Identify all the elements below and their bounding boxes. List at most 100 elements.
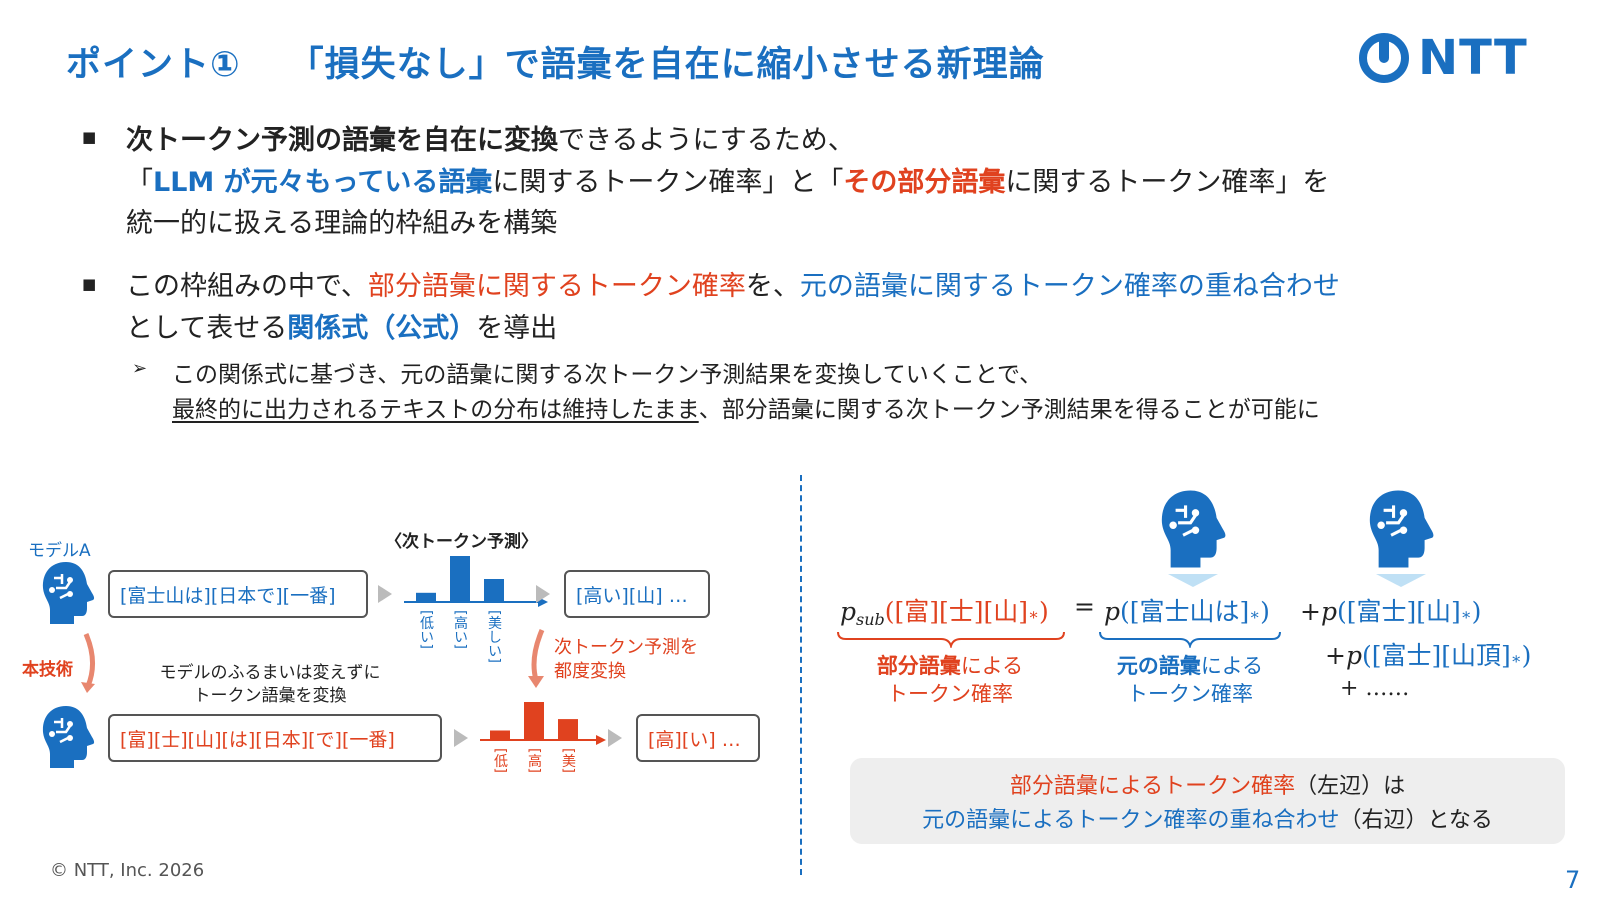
sub-bullet-arrow-icon: ➢ <box>132 358 148 379</box>
model-head-icon <box>1369 490 1434 568</box>
bullet1-rest-text: できるようにするため、 <box>558 125 855 156</box>
title-main: 「損失なし」で語彙を自在に縮小させる新理論 <box>288 45 1045 85</box>
bullet2-formula-term: 関係式（公式） <box>287 313 477 344</box>
dist-token-label: [美しい] <box>486 610 502 663</box>
convert-note-line1: 次トークン予測を <box>554 637 698 658</box>
model-head-icon <box>42 706 95 768</box>
sub-bullet-rest: 、部分語彙に関する次トークン予測結果を得ることが可能に <box>698 397 1320 423</box>
lhs-caption-bold: 部分語彙 <box>876 654 961 678</box>
sub-bullet-line2: 最終的に出力されるテキストの分布は維持したまま、部分語彙に関する次トークン予測結… <box>172 390 1320 424</box>
formula-star: ∗ <box>1028 605 1039 624</box>
lhs-caption: 部分語彙による トークン確率 <box>860 652 1040 708</box>
output-tokens-sub: [高][い] … <box>636 714 760 762</box>
formula-rhs2: +p([富士][山]∗) <box>1300 592 1481 628</box>
dist-token-label: [低] <box>492 748 508 773</box>
bullet1-end-text: に関するトークン確率」を <box>1005 167 1330 198</box>
convert-note: 次トークン予測を 都度変換 <box>554 636 698 684</box>
summary-line1: 部分語彙によるトークン確率（左辺）は <box>850 768 1565 800</box>
curved-arrow-icon <box>528 629 545 688</box>
bullet2-red-text: 部分語彙に関するトークン確率 <box>367 271 746 302</box>
formula-plus: + <box>1300 597 1321 626</box>
section-divider <box>800 475 802 875</box>
lhs-caption-line2: トークン確率 <box>887 682 1013 706</box>
dist-token-label: [美] <box>560 748 576 773</box>
dist-token-label: [高い] <box>452 610 468 649</box>
bullet2-line2: として表せる関係式（公式）を導出 <box>126 306 557 345</box>
arrow-right-icon <box>378 585 392 603</box>
arrow-right-icon <box>608 729 622 747</box>
this-tech-label: 本技術 <box>22 660 73 680</box>
down-triangle-icon <box>1376 574 1426 587</box>
curved-arrow-icon <box>81 633 95 693</box>
convert-note-line2: 都度変換 <box>554 661 626 682</box>
input-tokens-original: [富士山は][日本で][一番] <box>108 570 368 618</box>
model-a-label: モデルA <box>28 541 91 561</box>
summary-blue-text: 元の語彙によるトークン確率の重ね合わせ <box>922 808 1340 833</box>
formula-p: p <box>1320 597 1337 626</box>
dist-bar <box>490 730 510 740</box>
behavior-note-line2: トークン語彙を変換 <box>193 686 347 706</box>
bullet2-line2-start: として表せる <box>126 313 288 344</box>
rhs-caption-line2: トークン確率 <box>1127 682 1253 706</box>
summary-note: 部分語彙によるトークン確率（左辺）は 元の語彙によるトークン確率の重ね合わせ（右… <box>850 758 1565 844</box>
model-head-icon <box>1161 490 1226 568</box>
dist-token-label: [低い] <box>418 610 434 649</box>
dist-bar <box>416 592 436 602</box>
formula-rhs2-args: ([富士][山] <box>1336 597 1461 626</box>
lhs-brace <box>837 631 1065 648</box>
bullet1-sub-vocab: その部分語彙 <box>843 167 1006 198</box>
summary-line2-rest: （右辺）となる <box>1339 808 1493 833</box>
formula-rhs3-args: ([富士][山頂] <box>1361 641 1511 670</box>
page-number: 7 <box>1565 866 1581 894</box>
formula-p: p <box>840 597 857 626</box>
next-token-label: 〈次トークン予測〉 <box>385 532 538 552</box>
dist-bar <box>558 719 578 740</box>
bullet2-start-text: この枠組みの中で、 <box>126 271 368 302</box>
formula-star: ∗ <box>1249 605 1261 624</box>
formula-star: ∗ <box>1510 649 1522 668</box>
formula-p: p <box>1104 597 1121 626</box>
ntt-logo-icon <box>1359 33 1409 83</box>
bullet1-line3: 統一的に扱える理論的枠組みを構築 <box>126 208 558 239</box>
behavior-note: モデルのふるまいは変えずに トークン語彙を変換 <box>145 662 395 708</box>
sub-bullet-underlined: 最終的に出力されるテキストの分布は維持したまま <box>172 397 699 423</box>
dist-bar <box>484 579 504 602</box>
bullet2-line1: この枠組みの中で、部分語彙に関するトークン確率を、元の語彙に関するトークン確率の… <box>126 264 1340 303</box>
bullet2-blue-text: 元の語彙に関するトークン確率の重ね合わせ <box>799 271 1340 302</box>
summary-line2: 元の語彙によるトークン確率の重ね合わせ（右辺）となる <box>850 802 1565 834</box>
output-tokens-original: [高い][山] … <box>564 570 710 618</box>
summary-line1-rest: （左辺）は <box>1295 774 1406 799</box>
ntt-logo-text: NTT <box>1418 30 1528 86</box>
title-point: ポイント① <box>66 45 241 85</box>
formula-p: p <box>1345 641 1362 670</box>
formula-equals: = <box>1074 592 1095 621</box>
rhs-caption-bold: 元の語彙 <box>1116 654 1201 678</box>
behavior-note-line1: モデルのふるまいは変えずに <box>159 663 381 683</box>
rhs-brace <box>1099 631 1281 648</box>
original-vocab-distribution <box>404 556 548 607</box>
formula-rhs3: +p([富士][山頂]∗) <box>1325 636 1531 672</box>
bullet1-quote-open: 「 <box>126 167 153 198</box>
ntt-logo: NTT <box>1358 30 1528 86</box>
sub-bullet-line1: この関係式に基づき、元の語彙に関する次トークン予測結果を変換していくことで、 <box>172 362 1043 388</box>
bullet1-line1: 次トークン予測の語彙を自在に変換できるようにするため、 <box>126 118 855 157</box>
bullet1-bold-text: 次トークン予測の語彙を自在に変換 <box>126 125 558 156</box>
dist-axis-arrow <box>596 735 606 745</box>
lhs-caption-rest: による <box>960 654 1024 678</box>
formula-star: ∗ <box>1460 605 1472 624</box>
model-head-icon <box>42 562 95 624</box>
formula-lhs-args: ([富][士][山] <box>884 597 1029 626</box>
slide-title: ポイント① 「損失なし」で語彙を自在に縮小させる新理論 <box>66 36 1045 87</box>
formula-plus: + <box>1325 641 1346 670</box>
bullet-square-icon: ■ <box>82 275 97 293</box>
summary-red-text: 部分語彙によるトークン確率 <box>1009 774 1296 799</box>
formula-close: ) <box>1038 597 1049 626</box>
formula-close: ) <box>1260 597 1270 626</box>
formula-rhs1: p([富士山は]∗) <box>1104 592 1270 628</box>
arrow-right-icon <box>536 585 550 603</box>
bullet2-mid-text: を、 <box>745 271 800 302</box>
down-triangle-icon <box>1168 574 1218 587</box>
dist-bar <box>524 702 544 740</box>
bullet1-original-vocab: LLM が元々もっている語彙 <box>153 167 493 198</box>
bullet-square-icon: ■ <box>82 128 97 146</box>
